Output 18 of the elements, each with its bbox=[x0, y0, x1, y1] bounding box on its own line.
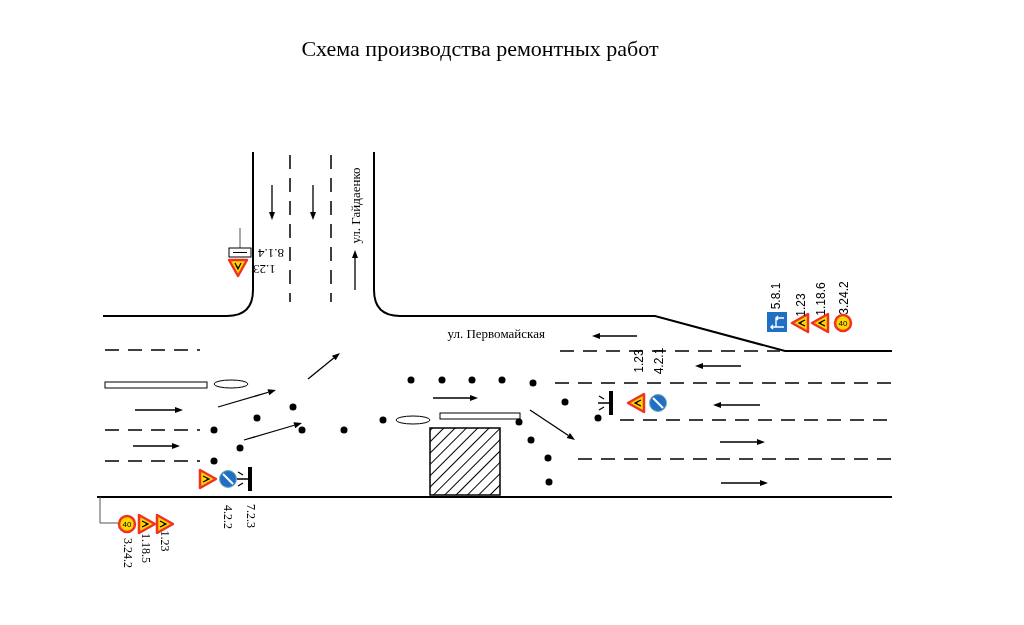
sign-code: 8.1.4 bbox=[258, 246, 284, 260]
sign-code: 3.24.2 bbox=[837, 281, 850, 315]
sign-code: 7.2.3 bbox=[245, 504, 257, 528]
speed-value: 40 bbox=[122, 520, 132, 529]
sign-code: 1.18.6 bbox=[814, 282, 827, 316]
diagram-title: Схема производства ремонтных работ bbox=[300, 36, 660, 62]
sign-code: 1.23 bbox=[158, 530, 170, 552]
sign-code: 1.23 bbox=[252, 262, 276, 276]
sign-code: 1.18.5 bbox=[140, 533, 152, 563]
sign-code: 5.8.1 bbox=[769, 282, 782, 310]
sign-code: 4.2.2 bbox=[222, 505, 234, 529]
sign-code: 3.24.2 bbox=[122, 538, 134, 568]
sign-code: 4.2.1 bbox=[652, 347, 665, 375]
street-name: ул. Первомайская bbox=[447, 326, 545, 340]
speed-value: 40 bbox=[838, 320, 848, 328]
sign-code: 1.23 bbox=[632, 349, 645, 373]
street-name: ул. Гайдаенко bbox=[348, 166, 362, 244]
sign-code: 1.23 bbox=[794, 293, 807, 317]
